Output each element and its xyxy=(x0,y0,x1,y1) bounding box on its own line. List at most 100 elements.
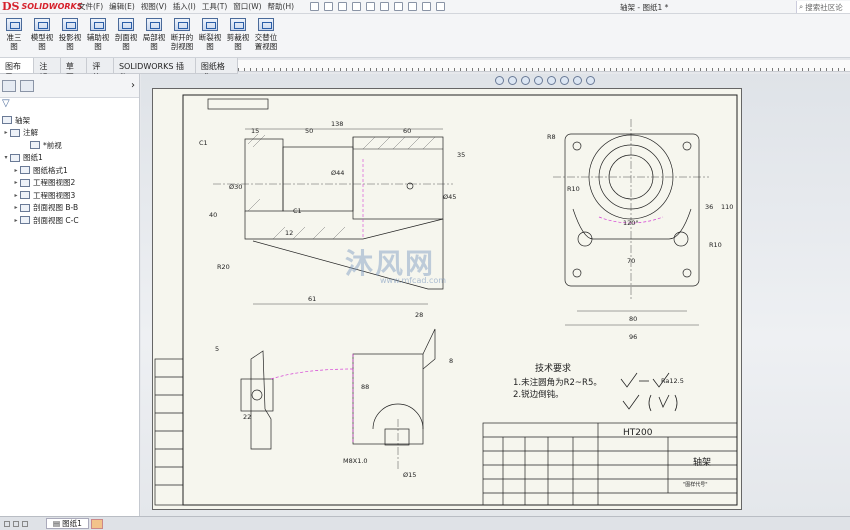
broken-out-section-label: 断开的 剖视图 xyxy=(170,33,194,51)
broken-out-section-button[interactable]: 断开的 剖视图 xyxy=(168,14,196,57)
pin-icon[interactable] xyxy=(310,2,320,11)
display-style-icon[interactable] xyxy=(547,76,556,85)
panel-tabs: › xyxy=(0,74,139,98)
tree-item-drawing-view2[interactable]: ▸工程图视图2 xyxy=(0,177,139,190)
status-bar: ▤ 图纸1 xyxy=(0,516,850,530)
tree-item-label: 注解 xyxy=(23,128,38,138)
tech-req-title: 技术要求 xyxy=(535,362,571,374)
expand-toggle[interactable]: ▸ xyxy=(14,191,18,199)
options-gear-icon[interactable] xyxy=(436,2,446,11)
sheet-icon xyxy=(10,153,20,162)
dim-12: 12 xyxy=(285,229,293,237)
tree-item-section-cc[interactable]: ▸剖面视图 C-C xyxy=(0,214,139,227)
tab-sheet-format[interactable]: 图纸格式 xyxy=(196,58,238,82)
expand-toggle[interactable]: ▸ xyxy=(14,216,18,224)
menu-window[interactable]: 窗口(W) xyxy=(233,2,262,11)
expand-toggle[interactable]: ▸ xyxy=(14,166,18,174)
menu-tools[interactable]: 工具(T) xyxy=(201,2,228,11)
menu-insert[interactable]: 插入(I) xyxy=(172,2,196,11)
collapse-toggle[interactable]: ▾ xyxy=(4,154,8,162)
tab-addins[interactable]: SOLIDWORKS 插件 xyxy=(114,58,196,82)
select-cursor-icon[interactable] xyxy=(394,2,404,11)
menu-help[interactable]: 帮助(H) xyxy=(267,2,295,11)
expand-toggle[interactable]: ▸ xyxy=(4,129,8,137)
dim-m8: M8X1.0 xyxy=(343,457,368,465)
tree-item-label: 轴架 xyxy=(15,115,30,125)
open-folder-icon[interactable] xyxy=(338,2,348,11)
tree-item-drawing-view3[interactable]: ▸工程图视图3 xyxy=(0,189,139,202)
chevron-right-icon[interactable]: › xyxy=(131,80,135,91)
next-sheet-icon[interactable] xyxy=(22,520,28,527)
save-icon[interactable] xyxy=(352,2,362,11)
tree-item-sheet-format[interactable]: ▸图纸格式1 xyxy=(0,164,139,177)
dim-80: 80 xyxy=(629,315,637,323)
feature-manager-tab-icon[interactable] xyxy=(2,79,16,92)
appearance-icon[interactable] xyxy=(573,76,582,85)
tab-sketch[interactable]: 草图 xyxy=(61,58,88,82)
menu-bar: 文件(F) 编辑(E) 视图(V) 插入(I) 工具(T) 窗口(W) 帮助(H… xyxy=(78,1,294,12)
dim-d15b: Ø15 xyxy=(403,471,416,479)
title-bar: DS SOLIDWORKS 文件(F) 编辑(E) 视图(V) 插入(I) 工具… xyxy=(0,0,850,14)
break-view-button[interactable]: 断裂视 图 xyxy=(196,14,224,57)
expand-toggle[interactable]: ▸ xyxy=(14,204,18,212)
menu-file[interactable]: 文件(F) xyxy=(78,2,104,11)
previous-sheet-icon[interactable] xyxy=(13,520,19,527)
section-view-toggle-icon[interactable] xyxy=(534,76,543,85)
drawing-sheet[interactable]: 138 50 60 35 15 Ø30 Ø44 Ø45 12 61 40 R20… xyxy=(152,88,742,510)
dim-c1: C1 xyxy=(199,139,208,147)
projected-view-button[interactable]: 投影视 图 xyxy=(56,14,84,57)
alternate-position-icon xyxy=(258,18,274,31)
zoom-area-icon[interactable] xyxy=(508,76,517,85)
detail-view-button[interactable]: 局部视 图 xyxy=(140,14,168,57)
tab-evaluate[interactable]: 评估 xyxy=(87,58,114,82)
model-view-button[interactable]: 模型视 图 xyxy=(28,14,56,57)
tree-item-section-bb[interactable]: ▸剖面视图 B-B xyxy=(0,202,139,215)
undo-icon[interactable] xyxy=(380,2,390,11)
tree-item-annotations[interactable]: ▸ 注解 xyxy=(0,127,139,140)
part-name-label: 轴架 xyxy=(693,456,711,468)
feature-manager-panel: › ▽ 轴架 ▸ 注解 *前视 ▾ 图纸1 ▸图纸格式1 ▸工程图视图2 ▸工程图视… xyxy=(0,74,140,516)
filter-icon[interactable]: ▽ xyxy=(2,98,10,109)
dim-110: 110 xyxy=(721,203,733,211)
material-label: HT200 xyxy=(623,428,653,438)
sheet-navigation xyxy=(0,520,46,527)
print-icon[interactable] xyxy=(366,2,376,11)
rebuild-icon[interactable] xyxy=(408,2,418,11)
menu-edit[interactable]: 编辑(E) xyxy=(109,2,135,11)
auxiliary-view-icon xyxy=(90,18,106,31)
alternate-position-view-button[interactable]: 交替位 置视图 xyxy=(252,14,280,57)
new-document-icon[interactable] xyxy=(324,2,334,11)
front-view xyxy=(213,128,453,305)
first-sheet-icon[interactable] xyxy=(4,520,10,527)
tree-item-root[interactable]: 轴架 xyxy=(0,114,139,127)
standard-3-view-button[interactable]: 准三 图 xyxy=(0,14,28,57)
dim-5: 5 xyxy=(215,345,219,353)
tab-view-layout[interactable]: 图布局 xyxy=(0,58,35,82)
drawing-svg: 138 50 60 35 15 Ø30 Ø44 Ø45 12 61 40 R20… xyxy=(154,94,738,506)
hide-show-icon[interactable] xyxy=(560,76,569,85)
auxiliary-view-button[interactable]: 辅助视 图 xyxy=(84,14,112,57)
scene-icon[interactable] xyxy=(586,76,595,85)
watermark-url: www.mfcad.com xyxy=(380,276,447,285)
expand-toggle[interactable]: ▸ xyxy=(14,179,18,187)
tab-annotation[interactable]: 注解 xyxy=(34,58,61,82)
crop-view-button[interactable]: 剪裁视 图 xyxy=(224,14,252,57)
add-sheet-icon[interactable] xyxy=(90,518,103,529)
roughness-ra: Ra12.5 xyxy=(661,377,684,385)
break-view-icon xyxy=(202,18,218,31)
property-manager-tab-icon[interactable] xyxy=(20,79,34,92)
previous-view-icon[interactable] xyxy=(521,76,530,85)
menu-view[interactable]: 视图(V) xyxy=(140,2,167,11)
sheet-tab[interactable]: ▤ 图纸1 xyxy=(46,518,89,529)
tree-item-label: 图纸1 xyxy=(23,153,43,163)
tree-item-front-view[interactable]: *前视 xyxy=(0,139,139,152)
detail-view-icon xyxy=(146,18,162,31)
tree-item-sheet1[interactable]: ▾ 图纸1 xyxy=(0,152,139,165)
file-properties-icon[interactable] xyxy=(422,2,432,11)
zoom-fit-icon[interactable] xyxy=(495,76,504,85)
dim-r10b: R10 xyxy=(709,241,722,249)
section-view-icon xyxy=(20,216,30,225)
section-view-button[interactable]: 剖面视 图 xyxy=(112,14,140,57)
search-box[interactable]: ⌕ 搜索社区论 xyxy=(796,1,850,13)
sheet-icon: ▤ xyxy=(53,519,61,528)
